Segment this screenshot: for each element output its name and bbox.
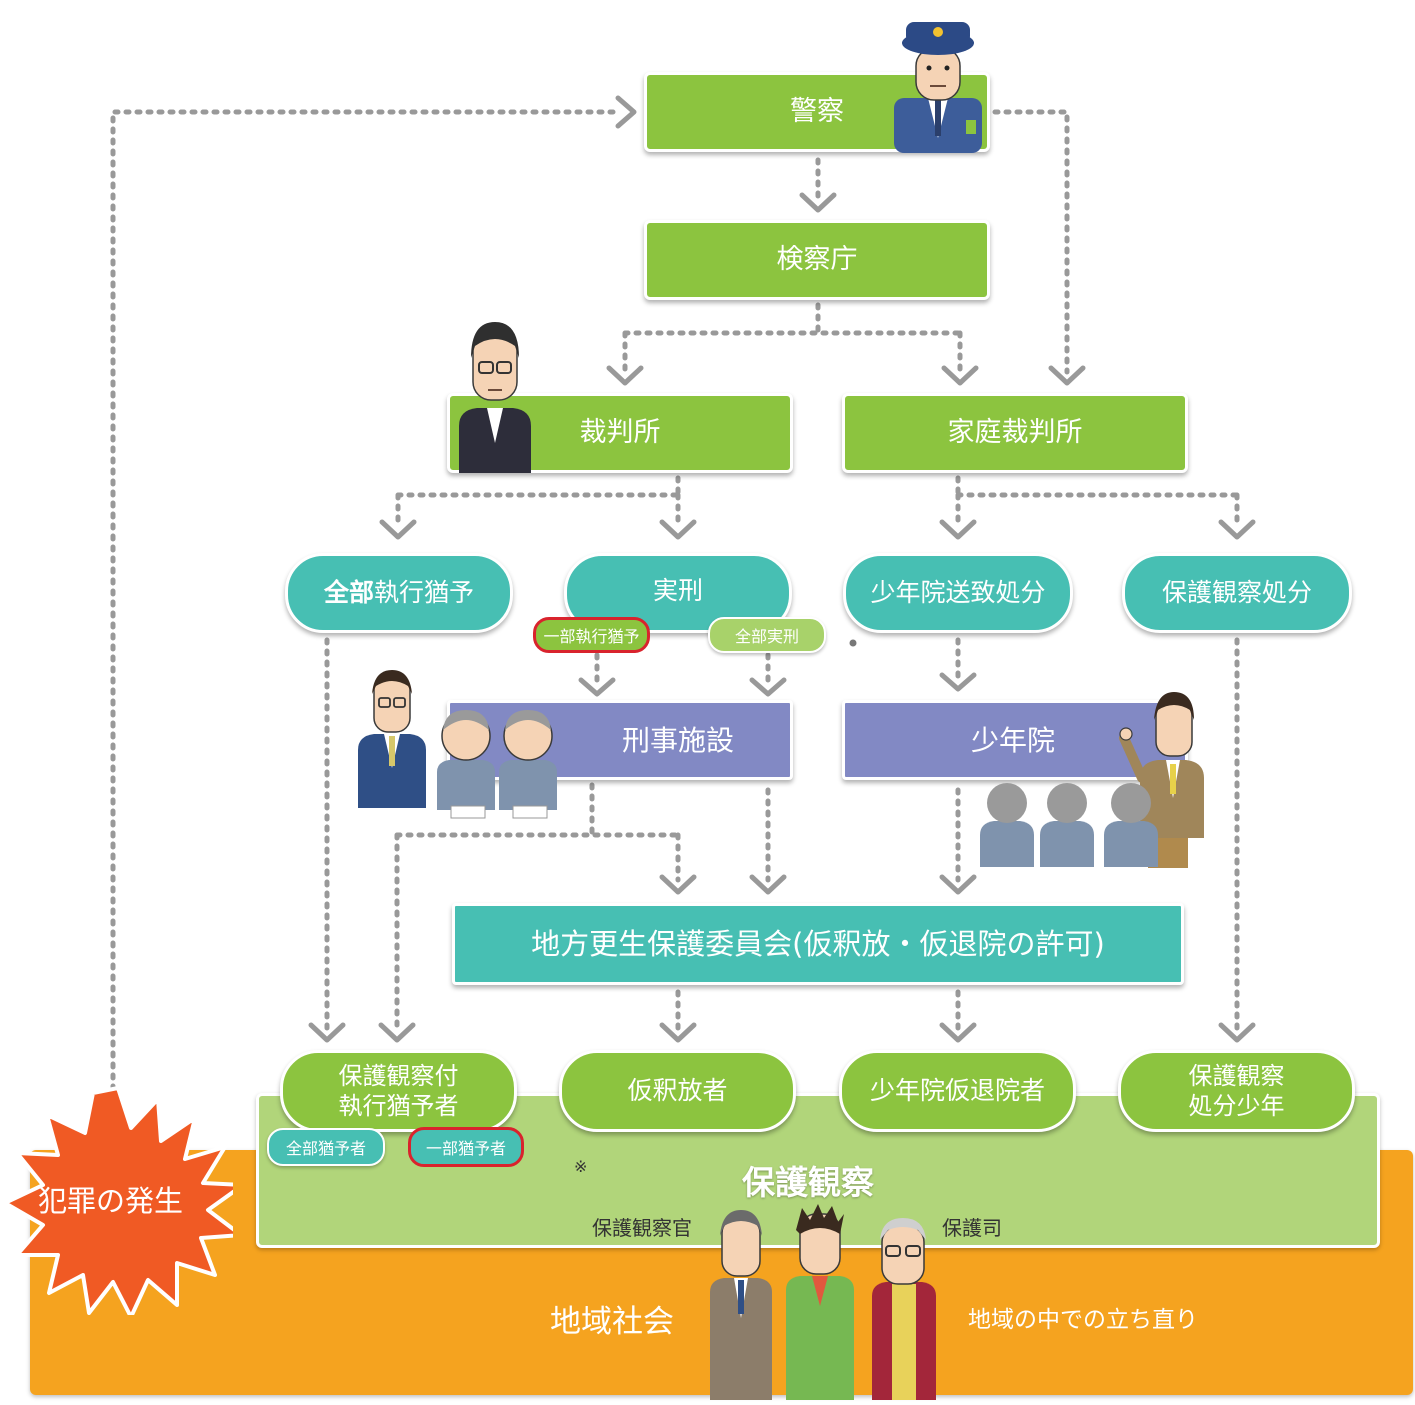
- full-suspension-prefix: 全部: [323, 578, 374, 608]
- crime-burst-icon: [3, 1086, 233, 1315]
- probation-juvenile-line2: 処分少年: [1188, 1092, 1285, 1120]
- juveniles-figure: [980, 783, 1158, 867]
- arrowhead-board-a: [659, 874, 697, 895]
- volunteer-figure: [872, 1218, 936, 1400]
- probation-juvenile-line1: 保護観察: [1188, 1062, 1285, 1090]
- police-officer-figure: [894, 22, 982, 153]
- arrowhead-facility-a: [578, 677, 616, 697]
- youth-figure: [786, 1204, 854, 1400]
- parolee-node[interactable]: 仮釈放者: [559, 1050, 796, 1132]
- connector-facility-to-board: [394, 782, 681, 1033]
- arrowhead-police: [615, 95, 637, 129]
- partial-suspended-person-tag: 一部猶予者: [408, 1127, 524, 1167]
- probation-people-figure: [710, 1204, 936, 1400]
- judge-figure: [459, 322, 531, 473]
- partial-suspension-tag: 一部執行猶予: [533, 617, 650, 653]
- arrowhead-prosecutor: [799, 192, 837, 213]
- arrowhead-full-suspension: [379, 519, 417, 540]
- probation-suspended-line1: 保護観察付: [338, 1062, 459, 1090]
- parole-board-node[interactable]: 地方更生保護委員会(仮釈放・仮退院の許可): [452, 903, 1184, 985]
- juvenile-training-school-label: 少年院: [971, 723, 1056, 757]
- connector-prosecutor-split: [622, 302, 963, 375]
- volunteer-officer-label: 保護司: [942, 1216, 1002, 1240]
- family-court-node[interactable]: 家庭裁判所: [842, 393, 1188, 473]
- arrowhead-suspended-b: [378, 1022, 416, 1043]
- arrowhead-court: [606, 365, 644, 386]
- rehabilitation-label: 地域の中での立ち直り: [968, 1307, 1198, 1333]
- probation-officer-label: 保護観察官: [592, 1216, 692, 1240]
- crime-occurrence-label: 犯罪の発生: [38, 1184, 184, 1218]
- arrowhead-family-court-b: [1048, 365, 1086, 386]
- juvenile-training-referral-node[interactable]: 少年院送致処分: [843, 553, 1073, 633]
- arrowhead-parolee: [659, 1022, 697, 1043]
- prosecutor-node[interactable]: 検察庁: [644, 220, 990, 300]
- arrowhead-board-b: [749, 874, 787, 895]
- probation-officer-figure: [710, 1210, 772, 1400]
- arrowhead-probation-disposition: [1218, 519, 1256, 540]
- inmates-figure: [437, 710, 557, 819]
- full-imprisonment-tag: 全部実刑: [708, 617, 826, 653]
- connector-police-to-family-court: [992, 109, 1070, 375]
- probation-title: 保護観察: [742, 1163, 874, 1202]
- probation-disposition-node[interactable]: 保護観察処分: [1122, 553, 1352, 633]
- arrowhead-probation-juvenile: [1218, 1022, 1256, 1043]
- connector-family-court-split: [955, 475, 1240, 530]
- full-suspension-node[interactable]: 全部執行猶予: [285, 553, 513, 633]
- full-suspension-suffix: 執行猶予: [374, 578, 475, 608]
- arrowhead-board-c: [939, 874, 977, 895]
- arrowhead-juvenile-parolee: [939, 1022, 977, 1043]
- probation-suspended-line2: 執行猶予者: [338, 1092, 459, 1120]
- juvenile-parolee-node[interactable]: 少年院仮退院者: [839, 1050, 1076, 1132]
- arrowhead-facility-b: [749, 677, 787, 697]
- arrowhead-imprisonment: [659, 519, 697, 540]
- small-dot: [849, 639, 857, 647]
- arrowhead-referral: [939, 519, 977, 540]
- arrowhead-suspended-a: [308, 1022, 346, 1043]
- teacher-figure: [1119, 692, 1204, 868]
- connector-crime-to-police: [110, 109, 623, 1103]
- connector-court-split: [395, 475, 681, 530]
- penal-institution-label: 刑事施設: [621, 723, 734, 757]
- probation-juvenile-node[interactable]: 保護観察 処分少年: [1118, 1050, 1355, 1132]
- note-mark: ※: [574, 1157, 588, 1176]
- probation-suspended-node[interactable]: 保護観察付 執行猶予者: [280, 1050, 517, 1132]
- community-label: 地域社会: [550, 1304, 674, 1340]
- full-suspended-person-tag: 全部猶予者: [267, 1128, 385, 1166]
- prison-officer-figure: [358, 670, 426, 808]
- arrowhead-family-court-a: [941, 365, 979, 386]
- arrowhead-school: [939, 672, 977, 692]
